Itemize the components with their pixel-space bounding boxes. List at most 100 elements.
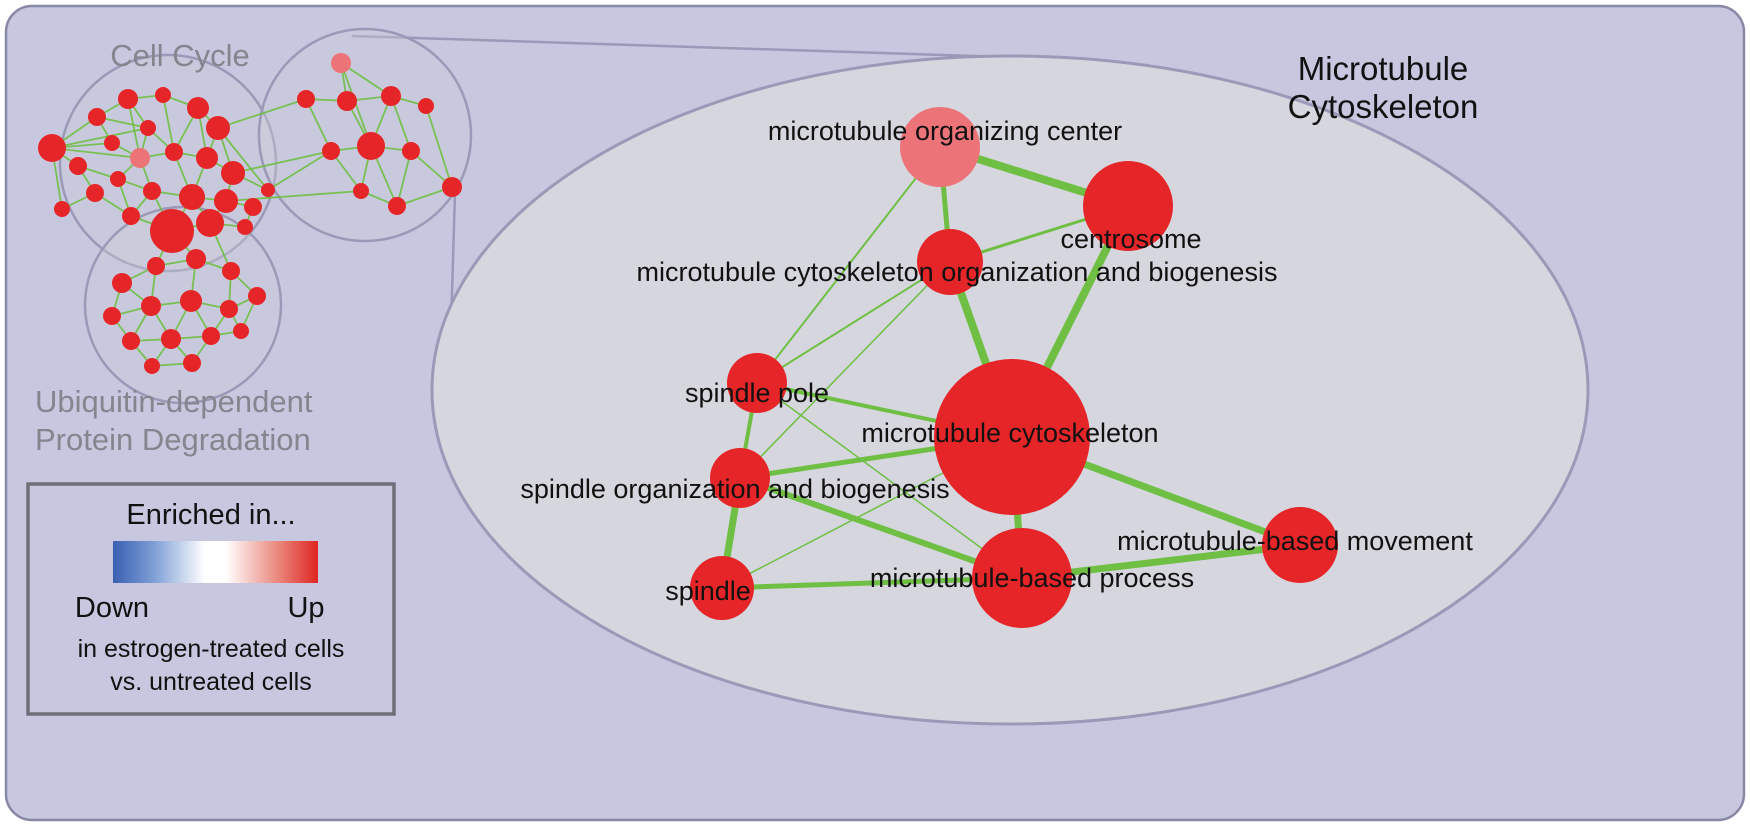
mini-node[interactable]	[88, 108, 106, 126]
mini-node[interactable]	[150, 209, 194, 253]
mini-node[interactable]	[141, 296, 161, 316]
mini-node[interactable]	[161, 329, 181, 349]
edge-mob-sob[interactable]	[739, 261, 951, 479]
mini-node[interactable]	[112, 273, 132, 293]
mini-node[interactable]	[331, 53, 351, 73]
mini-node[interactable]	[196, 209, 224, 237]
cluster-labels: Cell Cycle Ubiquitin-dependent Protein D…	[35, 38, 1478, 457]
mini-node[interactable]	[54, 201, 70, 217]
mini-edge[interactable]	[232, 150, 332, 174]
mini-node[interactable]	[110, 171, 126, 187]
node-spindle[interactable]	[690, 556, 754, 620]
mini-node[interactable]	[418, 98, 434, 114]
mini-node[interactable]	[202, 327, 220, 345]
mini-node[interactable]	[38, 134, 66, 162]
mini-edge[interactable]	[51, 147, 141, 159]
edge-spindle-mbp[interactable]	[719, 575, 1025, 591]
microtubule-title-line2: Cytoskeleton	[1288, 88, 1479, 125]
mini-node[interactable]	[122, 207, 140, 225]
mini-edge[interactable]	[162, 94, 175, 153]
mini-node[interactable]	[155, 87, 171, 103]
mini-node[interactable]	[233, 323, 249, 339]
mini-node[interactable]	[165, 143, 183, 161]
mini-node[interactable]	[221, 161, 245, 185]
mini-edge[interactable]	[396, 150, 412, 207]
mini-node[interactable]	[261, 183, 275, 197]
node-sob[interactable]	[710, 448, 770, 508]
mini-node[interactable]	[222, 262, 240, 280]
ubiquitin-label-line2: Protein Degradation	[35, 422, 311, 457]
node-label-sob: spindle organization and biogenesis	[520, 474, 949, 504]
mini-node[interactable]	[187, 97, 209, 119]
mini-node[interactable]	[140, 120, 156, 136]
legend-down-label: Down	[75, 592, 149, 624]
mini-node[interactable]	[214, 189, 238, 213]
edge-moc-spindle_pole[interactable]	[756, 146, 941, 384]
microtubule-title-line1: Microtubule	[1298, 50, 1469, 87]
edge-mob-spindle_pole[interactable]	[756, 261, 951, 384]
mini-node[interactable]	[442, 177, 462, 197]
node-centrosome[interactable]	[1083, 161, 1173, 251]
mini-node[interactable]	[104, 135, 120, 151]
legend-box	[26, 482, 396, 716]
mini-edge[interactable]	[305, 98, 332, 152]
mini-node[interactable]	[357, 132, 385, 160]
mini-node[interactable]	[180, 290, 202, 312]
legend-caption-line1: in estrogen-treated cells	[78, 635, 345, 663]
mini-node[interactable]	[179, 184, 205, 210]
ubiquitin-label-line1: Ubiquitin-dependent	[35, 384, 313, 419]
mini-edge[interactable]	[127, 98, 141, 159]
zoom-connector-line	[351, 34, 1006, 59]
mini-node[interactable]	[122, 332, 140, 350]
mini-node[interactable]	[144, 358, 160, 374]
mini-node[interactable]	[69, 157, 87, 175]
legend-caption-line2: vs. untreated cells	[110, 668, 312, 696]
minimap-nodes	[38, 53, 462, 374]
node-moc[interactable]	[900, 107, 980, 187]
mini-node[interactable]	[118, 89, 138, 109]
node-mbm[interactable]	[1262, 507, 1338, 583]
mini-node[interactable]	[206, 116, 230, 140]
legend: Enriched in... Down Up in estrogen-treat…	[26, 482, 396, 716]
mini-node[interactable]	[244, 198, 262, 216]
mini-node[interactable]	[220, 300, 238, 318]
node-label-mbp: microtubule-based process	[870, 563, 1194, 593]
legend-up-label: Up	[287, 592, 324, 624]
zoomed-network-labels: microtubule organizing centercentrosomem…	[520, 116, 1473, 606]
node-label-mob: microtubule cytoskeleton organization an…	[637, 257, 1278, 287]
mini-node[interactable]	[103, 307, 121, 325]
node-mc[interactable]	[934, 359, 1090, 515]
mini-node[interactable]	[388, 197, 406, 215]
legend-title: Enriched in...	[126, 499, 295, 531]
cell-cycle-label: Cell Cycle	[110, 38, 250, 73]
node-label-mbm: microtubule-based movement	[1117, 526, 1473, 556]
zoomed-network-nodes	[690, 107, 1338, 628]
node-mob[interactable]	[917, 229, 983, 295]
mini-node[interactable]	[130, 148, 150, 168]
mini-edge[interactable]	[217, 127, 269, 191]
mini-node[interactable]	[86, 184, 104, 202]
mini-node[interactable]	[183, 354, 201, 372]
mini-node[interactable]	[322, 142, 340, 160]
mini-node[interactable]	[337, 91, 357, 111]
mini-node[interactable]	[297, 90, 315, 108]
node-label-mc: microtubule cytoskeleton	[861, 418, 1158, 448]
node-mbp[interactable]	[972, 528, 1072, 628]
node-label-spindle: spindle	[665, 576, 751, 606]
mini-node[interactable]	[147, 257, 165, 275]
mini-edge[interactable]	[217, 98, 307, 129]
mini-edge[interactable]	[267, 150, 332, 191]
mini-node[interactable]	[237, 219, 253, 235]
mini-node[interactable]	[196, 147, 218, 169]
mini-node[interactable]	[143, 182, 161, 200]
mini-node[interactable]	[381, 86, 401, 106]
edge-spindle_pole-mbp[interactable]	[756, 382, 1023, 579]
node-spindle_pole[interactable]	[727, 353, 787, 413]
mini-node[interactable]	[353, 183, 369, 199]
mini-node[interactable]	[248, 287, 266, 305]
mini-node[interactable]	[186, 249, 206, 269]
mini-edge[interactable]	[51, 127, 149, 149]
mini-edge[interactable]	[425, 105, 453, 188]
mini-node[interactable]	[402, 142, 420, 160]
